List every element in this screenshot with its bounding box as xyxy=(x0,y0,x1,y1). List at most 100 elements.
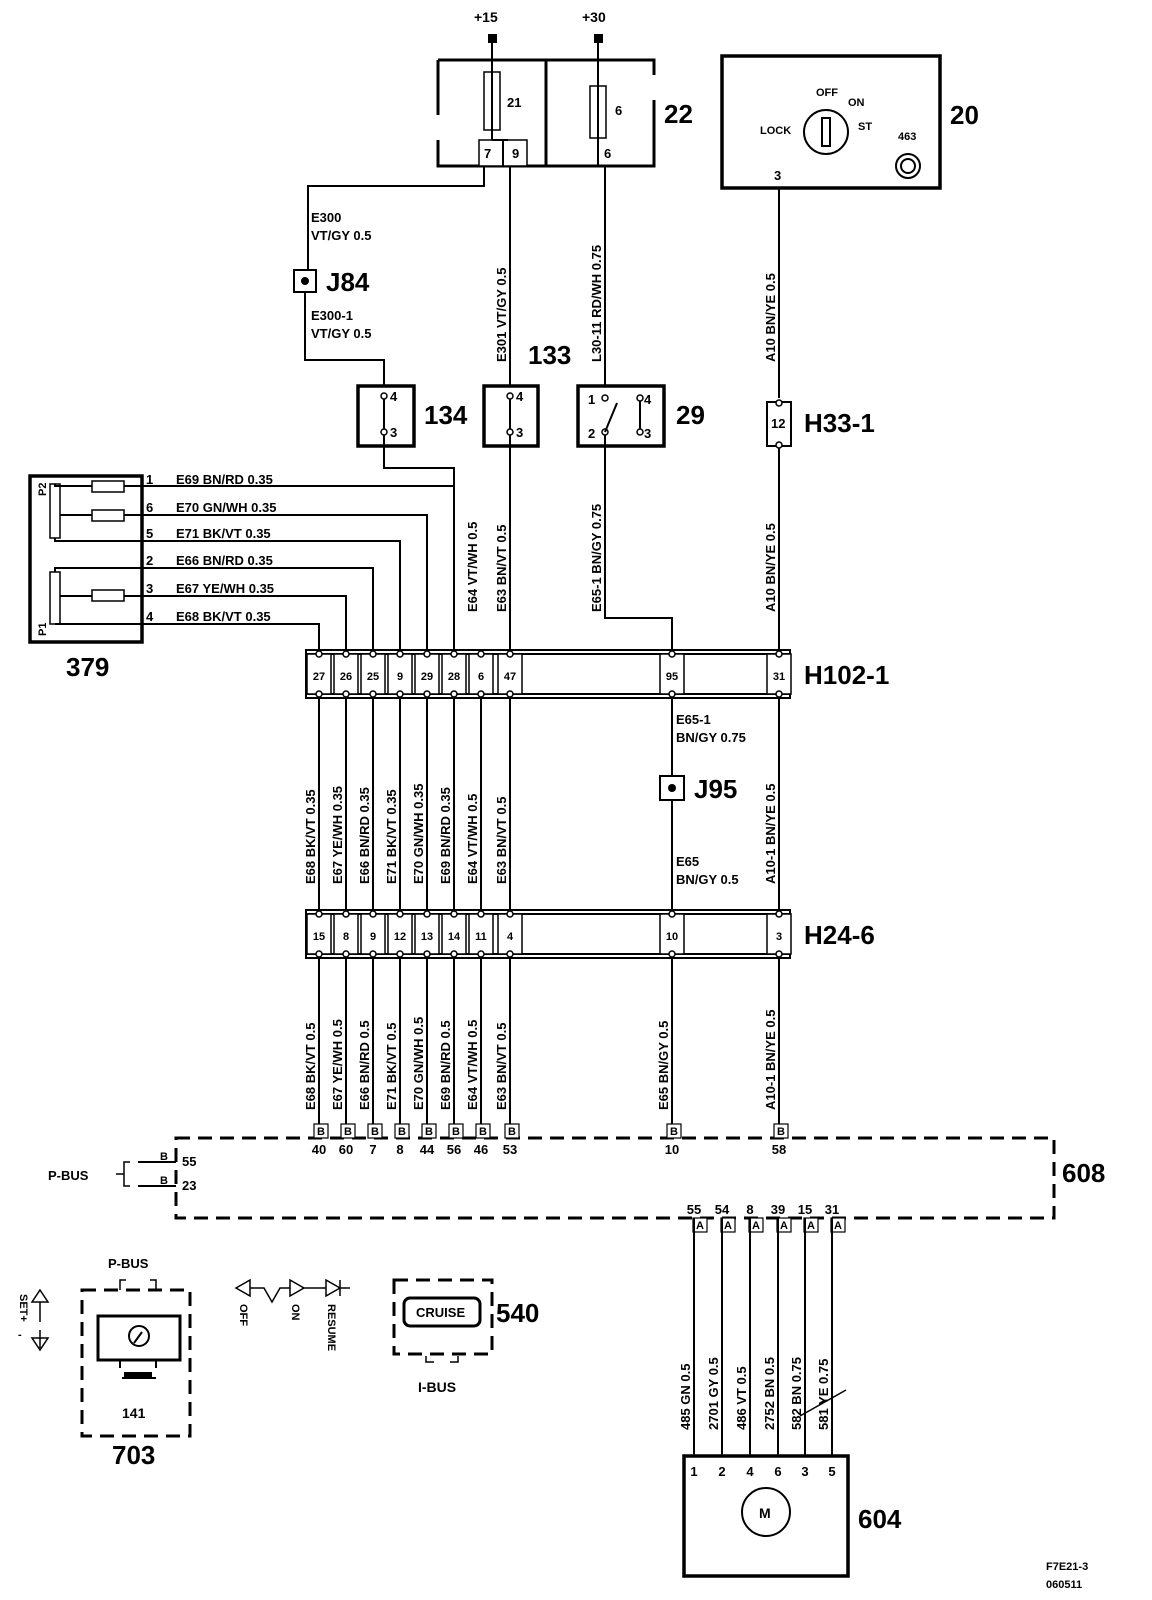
ecu-a-tag: A xyxy=(724,1220,732,1232)
h102-pin: 27 xyxy=(313,671,325,683)
motor-pin: 1 xyxy=(690,1464,697,1479)
ignition-switch-id: 20 xyxy=(950,100,979,130)
wire-e300-code: E300 xyxy=(311,210,341,225)
mid-wire-label: E71 BK/VT 0.35 xyxy=(384,789,399,884)
wire-l30-11: L30-11 RD/WH 0.75 xyxy=(589,245,604,362)
cruise-id: 540 xyxy=(496,1298,539,1328)
switch-134: 4 3 134 xyxy=(356,384,468,650)
switch-134-pin-3: 3 xyxy=(390,425,397,440)
ecu-pin-55-side: 55 xyxy=(182,1154,196,1169)
ecu-bottom-pin: 55 xyxy=(687,1202,701,1217)
ibus-label: I-BUS xyxy=(418,1379,456,1395)
h102-pin: 31 xyxy=(773,671,785,683)
mid-wire-label: E67 YE/WH 0.35 xyxy=(330,786,345,884)
switch-29-pin-1: 1 xyxy=(588,392,595,407)
mid-wire-label: E66 BN/RD 0.35 xyxy=(357,787,372,884)
h24-pin: 3 xyxy=(776,931,782,943)
supply-15: +15 xyxy=(474,9,498,60)
sensor-pin-1: 1 xyxy=(146,472,153,487)
sensor-wire-e71: E71 BK/VT 0.35 xyxy=(176,526,271,541)
ecu-b-tag: B xyxy=(479,1126,487,1138)
splice-j95-label: J95 xyxy=(694,774,737,804)
ecu-top-pin: 44 xyxy=(420,1142,435,1157)
mid-wire-label: E63 BN/VT 0.5 xyxy=(494,797,509,884)
fuse-box-22: 21 7 9 6 6 22 xyxy=(436,58,693,168)
sensor-p2: P2 xyxy=(37,483,49,496)
ignition-sub-id: 463 xyxy=(898,131,916,143)
mid-wire-label: E64 VT/WH 0.5 xyxy=(465,794,480,884)
pbus-b-1: B xyxy=(160,1151,168,1163)
ecu-a-tag: A xyxy=(834,1220,842,1232)
h24-pin: 9 xyxy=(370,931,376,943)
h24-pin: 14 xyxy=(448,931,461,943)
ecu-bottom-pin: 39 xyxy=(771,1202,785,1217)
ecu-top-pin: 60 xyxy=(339,1142,353,1157)
cruise-resume: RESUME xyxy=(325,1304,337,1351)
cruise-off: OFF xyxy=(237,1304,249,1326)
sensor-wire-e70: E70 GN/WH 0.35 xyxy=(176,500,276,515)
splice-j84-label: J84 xyxy=(326,267,370,297)
motor-pin: 2 xyxy=(718,1464,725,1479)
supply-30-label: +30 xyxy=(582,9,606,25)
wire-a10-top: A10 BN/YE 0.5 xyxy=(763,273,778,362)
ecu-id: 608 xyxy=(1062,1158,1105,1188)
key-ring-icon xyxy=(895,153,921,179)
sensor-wire-e68: E68 BK/VT 0.35 xyxy=(176,609,271,624)
wire-e65-mid-code: E65 xyxy=(676,854,699,869)
mid-wire-label: E70 GN/WH 0.35 xyxy=(411,784,426,884)
motor-wire-label: 486 VT 0.5 xyxy=(734,1366,749,1430)
h102-pin: 28 xyxy=(448,671,460,683)
sensor-pin-6: 6 xyxy=(146,500,153,515)
wire-e300-spec: VT/GY 0.5 xyxy=(311,228,371,243)
wire-a10-1-low: A10-1 BN/YE 0.5 xyxy=(763,1010,778,1110)
sensor-pin-5: 5 xyxy=(146,526,153,541)
motor-pin: 6 xyxy=(774,1464,781,1479)
motor-wire-label: 485 GN 0.5 xyxy=(678,1364,693,1431)
ignition-switch-20: OFF ON LOCK ST 463 3 20 xyxy=(720,54,979,398)
supply-15-label: +15 xyxy=(474,9,498,25)
sensor-pin-3: 3 xyxy=(146,581,153,596)
low-wire-label: E68 BK/VT 0.5 xyxy=(303,1023,318,1110)
h24-pin: 15 xyxy=(313,931,325,943)
h102-cell xyxy=(306,653,332,695)
switch-133-pin-4: 4 xyxy=(516,389,524,404)
switch-133-pin-3: 3 xyxy=(516,425,523,440)
low-wire-label: E70 GN/WH 0.5 xyxy=(411,1017,426,1110)
ecu-b-tag: B xyxy=(398,1126,406,1138)
pedal-sensor-379: P2 P1 379 xyxy=(28,474,144,682)
control-703: P-BUS 141 703 SET+ - xyxy=(17,1256,192,1470)
ecu-b-tag: B xyxy=(344,1126,352,1138)
cruise-on: ON xyxy=(289,1304,301,1321)
sensor-wires: 1 E69 BN/RD 0.35 6 E70 GN/WH 0.35 5 E71 … xyxy=(142,472,454,650)
wire-e65-1-mid-code: E65-1 xyxy=(676,712,711,727)
wire-e301: E301 VT/GY 0.5 xyxy=(494,268,509,362)
motor-wire-label: 582 BN 0.75 xyxy=(789,1357,804,1430)
ecu-b-tag: B xyxy=(371,1126,379,1138)
wire-e300-1-code: E300-1 xyxy=(311,308,353,323)
cruise-540: CRUISE 540 I-BUS xyxy=(392,1278,539,1395)
sensor-wire-e69: E69 BN/RD 0.35 xyxy=(176,472,273,487)
ecu-pin-23-side: 23 xyxy=(182,1178,196,1193)
ecu-top-pin: 8 xyxy=(396,1142,403,1157)
switch-134-id: 134 xyxy=(424,400,468,430)
control-switch-icon xyxy=(128,1325,150,1347)
control-pbus-label: P-BUS xyxy=(108,1256,149,1271)
ecu-bottom-pin: 8 xyxy=(746,1202,753,1217)
h102-cell xyxy=(441,653,467,695)
h33-pin-12: 12 xyxy=(771,416,785,431)
h102-pin: 95 xyxy=(666,671,678,683)
sensor-pin-4: 4 xyxy=(146,609,154,624)
wire-e300-1-spec: VT/GY 0.5 xyxy=(311,326,371,341)
switch-29-pin-3: 3 xyxy=(644,426,651,441)
h102-pin: 25 xyxy=(367,671,379,683)
h102-pin: 47 xyxy=(504,671,516,683)
ecu-bottom-pin: 15 xyxy=(798,1202,812,1217)
wire-e64-upper: E64 VT/WH 0.5 xyxy=(465,522,480,612)
h33-id: H33-1 xyxy=(804,408,875,438)
h102-pin: 26 xyxy=(340,671,352,683)
low-wire-label: E63 BN/VT 0.5 xyxy=(494,1023,509,1110)
sensor-wire-labels: 1 E69 BN/RD 0.35 6 E70 GN/WH 0.35 5 E71 … xyxy=(146,472,276,624)
h24-id: H24-6 xyxy=(804,920,875,950)
